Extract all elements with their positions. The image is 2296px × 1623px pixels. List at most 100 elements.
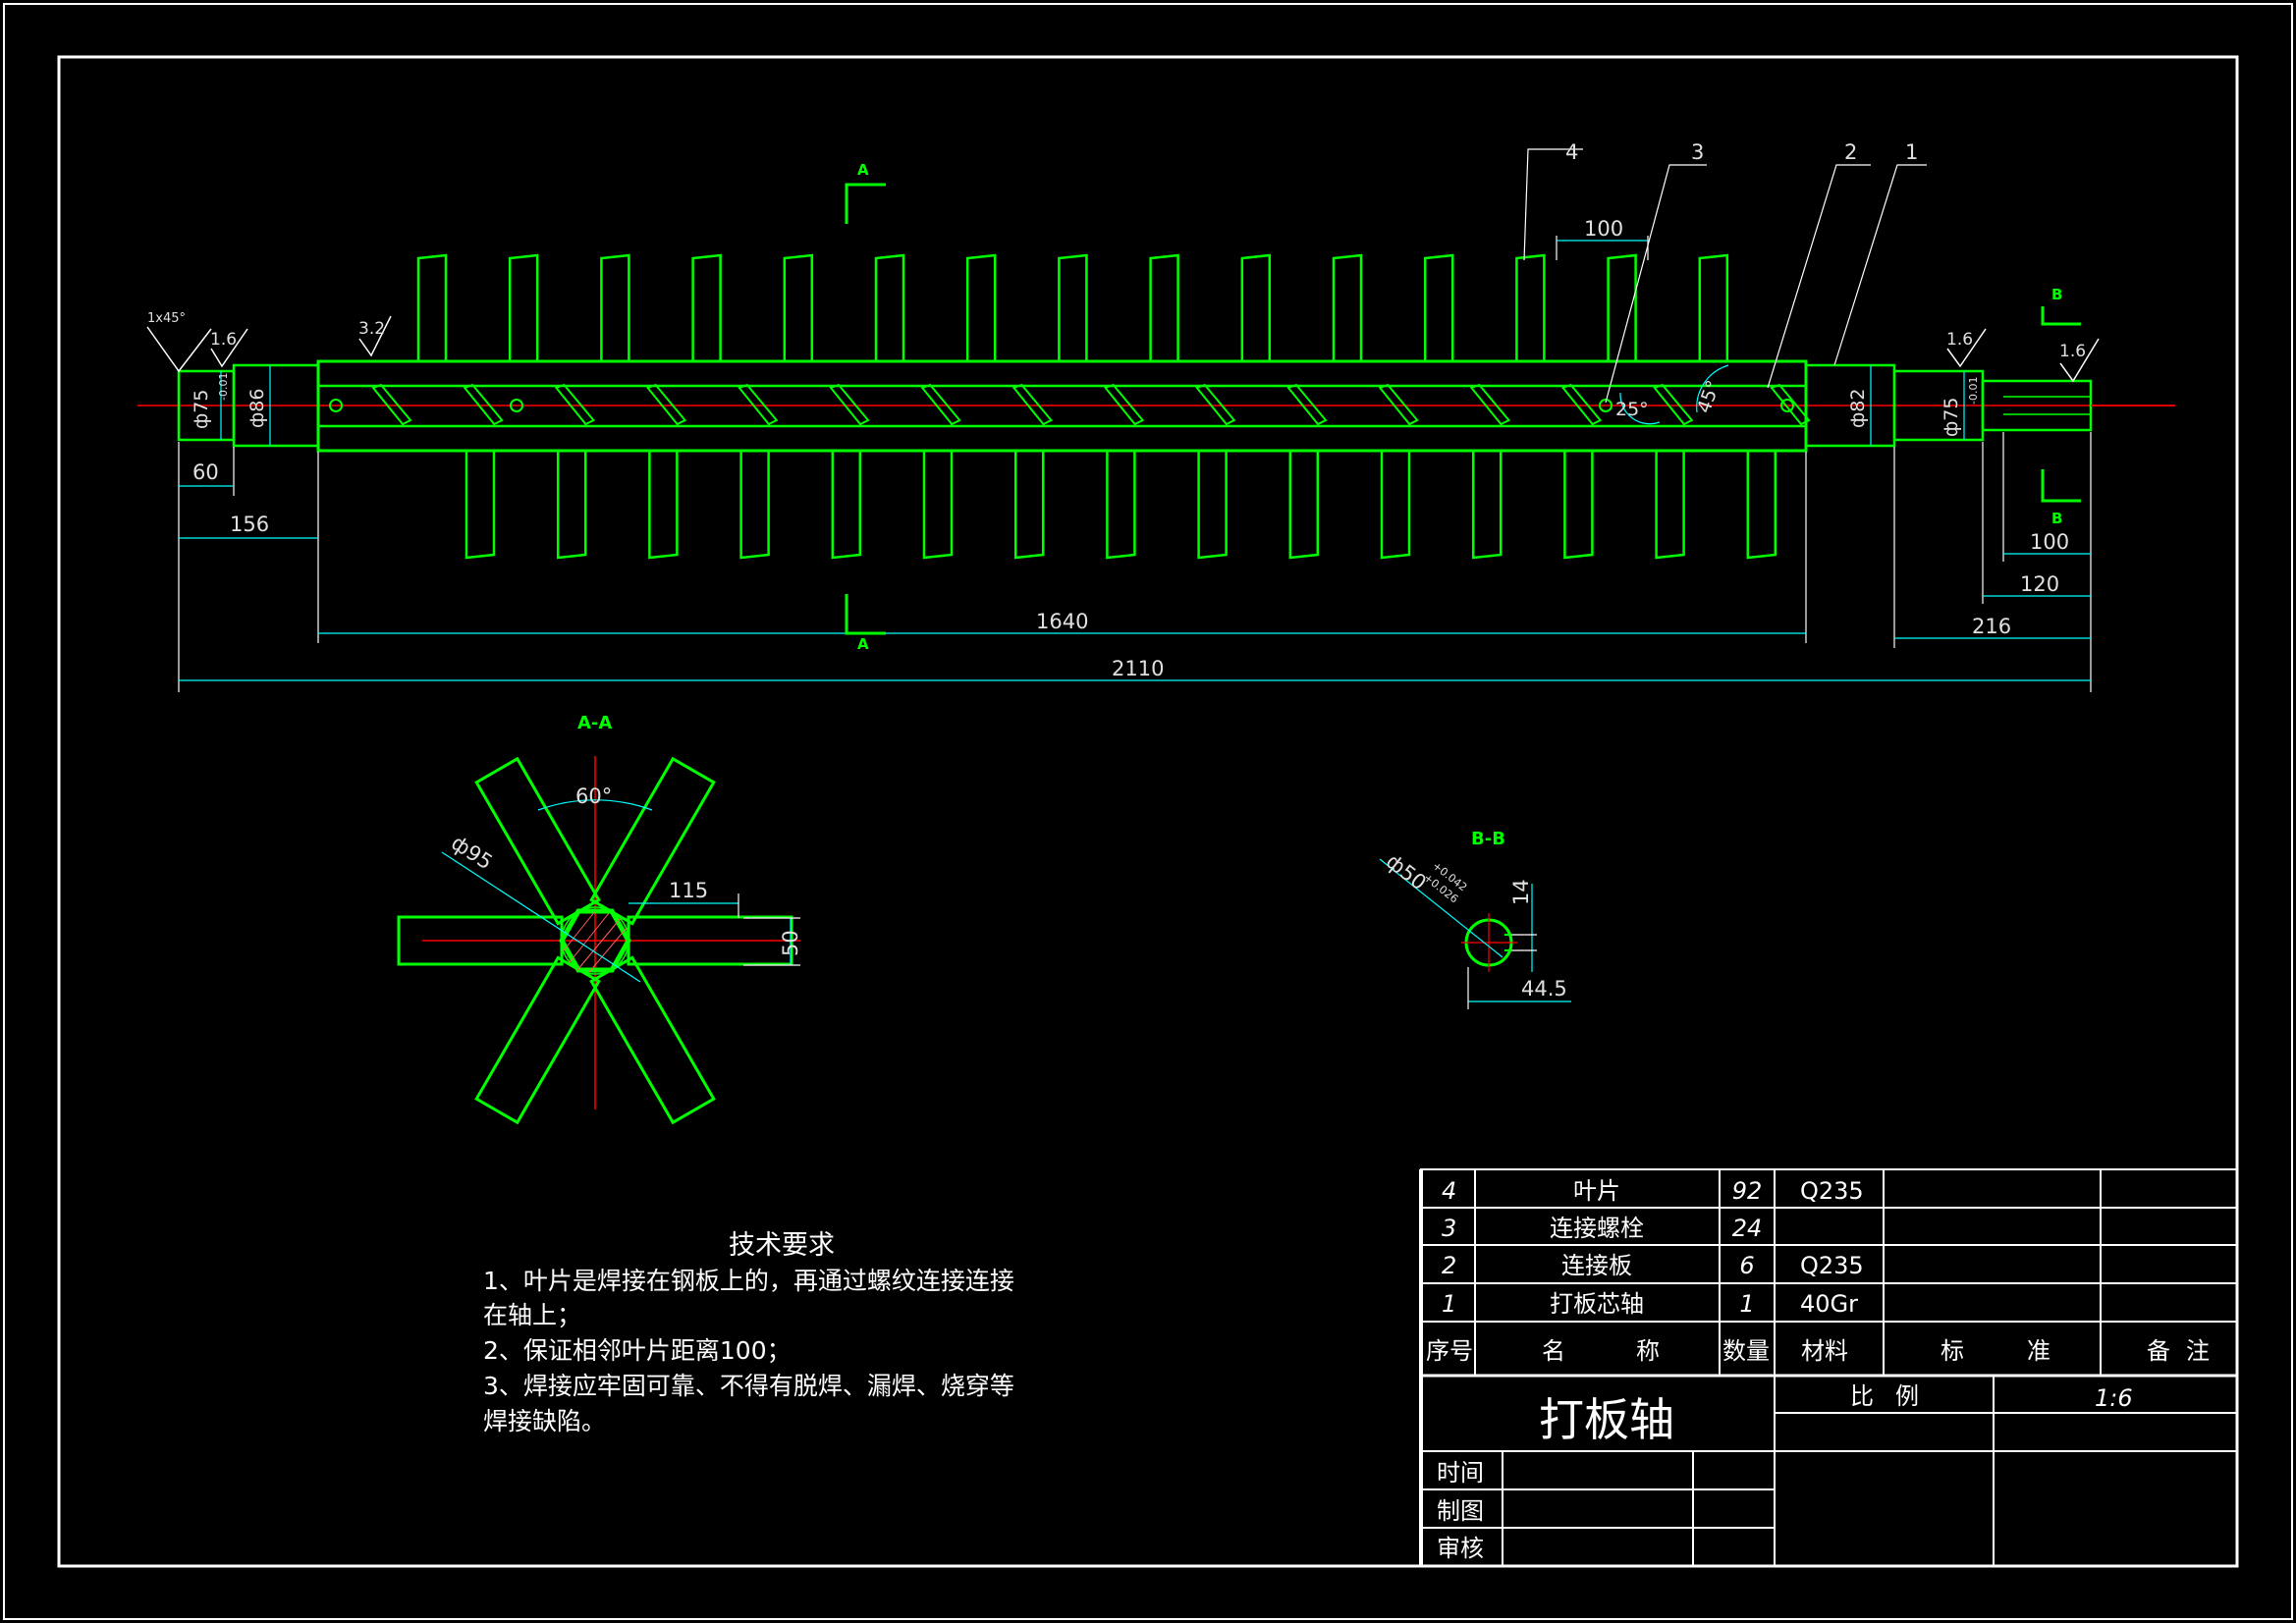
helical-slot	[1560, 383, 1603, 426]
helical-slot	[1469, 383, 1510, 426]
dim-216: 216	[1972, 615, 2011, 638]
notes-line-2: 在轴上；	[483, 1301, 581, 1329]
blade-bottom	[1655, 449, 1685, 560]
section-bb-title: B-B	[1471, 829, 1505, 849]
balloon-2: 2	[1844, 140, 1857, 164]
aa-angle: 60°	[575, 784, 612, 808]
blade-bottom	[465, 449, 496, 560]
label-checked: 审核	[1437, 1535, 1484, 1562]
scale-value: 1:6	[2095, 1384, 2133, 1412]
dim-100-pitch: 100	[1584, 217, 1623, 241]
helical-slot	[1286, 383, 1328, 426]
bb-key-14: 14	[1509, 879, 1533, 905]
blade-bottom	[1471, 449, 1503, 560]
blade-bottom	[1106, 449, 1136, 560]
bom-qty: 92	[1732, 1177, 1763, 1205]
section-blade	[474, 955, 601, 1125]
bom-header-cell: 注	[2186, 1337, 2210, 1365]
helical-slot	[920, 383, 961, 426]
bom-header-cell: 称	[1636, 1337, 1660, 1365]
blade-top	[783, 253, 814, 363]
main-dimensions	[146, 148, 2100, 692]
blade-top	[1515, 253, 1546, 363]
helical-slot	[1378, 383, 1419, 426]
part-name: 打板轴	[1539, 1393, 1674, 1446]
section-bb: B-B ф50 +0.042 +0.026 14 44.5	[1379, 829, 1571, 1009]
bom-header-cell: 数量	[1722, 1337, 1770, 1365]
balloon-1: 1	[1905, 140, 1918, 164]
scale-label-a: 比	[1850, 1382, 1874, 1410]
bom-no: 2	[1442, 1252, 1456, 1279]
helical-slot	[645, 383, 687, 426]
notes-line-3: 2、保证相邻叶片距离100；	[483, 1336, 792, 1365]
technical-notes: 技术要求 1、叶片是焊接在钢板上的，再通过螺纹连接连接 在轴上； 2、保证相邻叶…	[483, 1230, 1014, 1435]
helical-slot	[371, 383, 412, 426]
blade-top	[874, 253, 905, 363]
bom-material: Q235	[1800, 1252, 1864, 1279]
bom-name: 连接螺栓	[1550, 1215, 1644, 1242]
bom-header-cell: 准	[2027, 1337, 2050, 1365]
notes-line-4: 3、焊接应牢固可靠、不得有脱焊、漏焊、烧穿等	[483, 1372, 1014, 1400]
label-drawn: 制图	[1437, 1497, 1484, 1525]
helical-slot	[738, 383, 779, 426]
dim-d82: ф82	[1847, 389, 1869, 428]
blade-bottom	[1013, 449, 1045, 560]
aa-width-50: 50	[779, 930, 802, 956]
blade-top	[600, 253, 630, 363]
shaft-main-view	[137, 253, 2175, 560]
aa-len-115: 115	[669, 879, 708, 902]
blade-top	[1423, 253, 1454, 363]
title-block: 打板轴 比 例 1:6 时间 制图 审核	[1437, 1382, 2133, 1562]
blade-top	[965, 253, 997, 363]
blade-top	[1149, 253, 1179, 363]
blade-top	[508, 253, 539, 363]
section-aa-title: A-A	[577, 713, 612, 733]
blade-top	[1240, 253, 1272, 363]
balloon-4: 4	[1565, 140, 1578, 164]
bom-header-cell: 名	[1542, 1337, 1565, 1365]
outer-border	[3, 3, 2293, 1620]
helical-slot	[463, 383, 504, 426]
notes-title: 技术要求	[729, 1230, 835, 1261]
section-blade	[474, 756, 601, 926]
dim-156: 156	[230, 513, 269, 536]
bom-material: Q235	[1800, 1177, 1864, 1205]
blade-top	[416, 253, 448, 363]
notes-line-1: 1、叶片是焊接在钢板上的，再通过螺纹连接连接	[483, 1267, 1014, 1295]
bom-no: 4	[1442, 1177, 1456, 1205]
helical-slot	[1103, 383, 1145, 426]
rough-16-a: 1.6	[210, 330, 237, 350]
blade-top	[1607, 253, 1637, 363]
angle-25: 25°	[1615, 399, 1649, 420]
bom-qty: 1	[1739, 1290, 1754, 1318]
main-dimension-texts: 60 156 1640 2110 216 120 100 100 1x45° 1…	[147, 140, 2086, 680]
bom-no: 1	[1442, 1290, 1456, 1318]
dim-1640: 1640	[1036, 610, 1088, 633]
blade-bottom	[739, 449, 770, 560]
cut-mark-b-bottom: B	[2051, 510, 2062, 527]
inner-frame	[57, 55, 2239, 1568]
helical-slot	[1011, 383, 1053, 426]
balloon-3: 3	[1691, 140, 1704, 164]
section-blade	[589, 955, 716, 1125]
rough-32: 3.2	[358, 319, 385, 339]
blade-bottom	[1288, 449, 1320, 560]
helical-slot	[829, 383, 870, 426]
dim-d75-left: ф75	[191, 390, 212, 429]
bom-table	[1419, 1168, 2238, 1567]
bom-header-cell: 材料	[1801, 1337, 1848, 1365]
dim-60: 60	[192, 460, 219, 484]
blade-top	[1332, 253, 1363, 363]
dim-d86: ф86	[246, 389, 268, 428]
angle-45: 45°	[1693, 378, 1724, 416]
blade-bottom	[556, 449, 587, 560]
scale-label-b: 例	[1895, 1382, 1919, 1410]
dim-120: 120	[2020, 572, 2059, 596]
bb-diameter: ф50	[1382, 849, 1431, 894]
blade-top	[691, 253, 722, 363]
dim-chamfer: 1x45°	[147, 311, 186, 326]
cut-mark-b-top: B	[2051, 286, 2062, 303]
fit-left: -0.01	[217, 373, 230, 401]
dim-d75-right: ф75	[1941, 398, 1962, 437]
